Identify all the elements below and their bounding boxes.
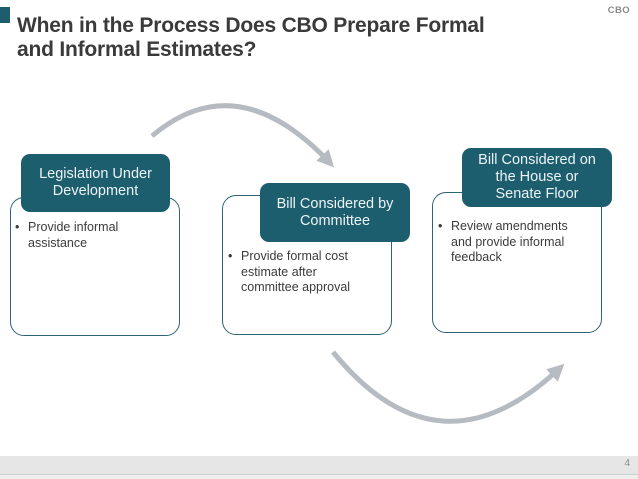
bullet-text: Review amendments and provide informal f… bbox=[451, 219, 568, 264]
stage-1-bullets: Provide informal assistance bbox=[15, 220, 175, 251]
curved-arrow-icon-2 bbox=[331, 350, 565, 424]
stage-1-header: Legislation Under Development bbox=[21, 154, 170, 212]
stage-1-header-label: Legislation Under Development bbox=[39, 166, 152, 199]
bullet-dot-icon bbox=[228, 249, 241, 296]
bullet-text: Provide formal cost estimate after commi… bbox=[241, 249, 351, 294]
stage-3-bullets: Review amendments and provide informal f… bbox=[438, 219, 581, 266]
corner-accent-mark bbox=[0, 7, 10, 23]
stage-2-header-label: Bill Considered by Committee bbox=[276, 195, 394, 229]
bullet-dot-icon bbox=[438, 219, 451, 266]
title-line-2: and Informal Estimates? bbox=[17, 38, 257, 61]
stage-3-header: Bill Considered on the House or Senate F… bbox=[462, 148, 612, 207]
cbo-logo: CBO bbox=[607, 5, 630, 16]
list-item: Review amendments and provide informal f… bbox=[438, 219, 581, 266]
footer-bottom-strip bbox=[0, 475, 638, 479]
stage-3-header-label: Bill Considered on the House or Senate F… bbox=[478, 152, 596, 202]
page-number: 4 bbox=[624, 458, 630, 469]
list-item: Provide formal cost estimate after commi… bbox=[228, 249, 376, 296]
stage-2-bullets: Provide formal cost estimate after commi… bbox=[228, 249, 376, 296]
footer-bar bbox=[0, 456, 638, 475]
bullet-dot-icon bbox=[15, 220, 28, 251]
curved-arrow-icon-1 bbox=[150, 103, 335, 168]
stage-2-header: Bill Considered by Committee bbox=[260, 183, 410, 242]
list-item: Provide informal assistance bbox=[15, 220, 175, 251]
title-line-1: When in the Process Does CBO Prepare For… bbox=[17, 14, 485, 37]
bullet-text: Provide informal assistance bbox=[28, 220, 119, 250]
stage-1-card bbox=[10, 197, 180, 336]
slide-title: When in the Process Does CBO Prepare For… bbox=[17, 14, 485, 62]
